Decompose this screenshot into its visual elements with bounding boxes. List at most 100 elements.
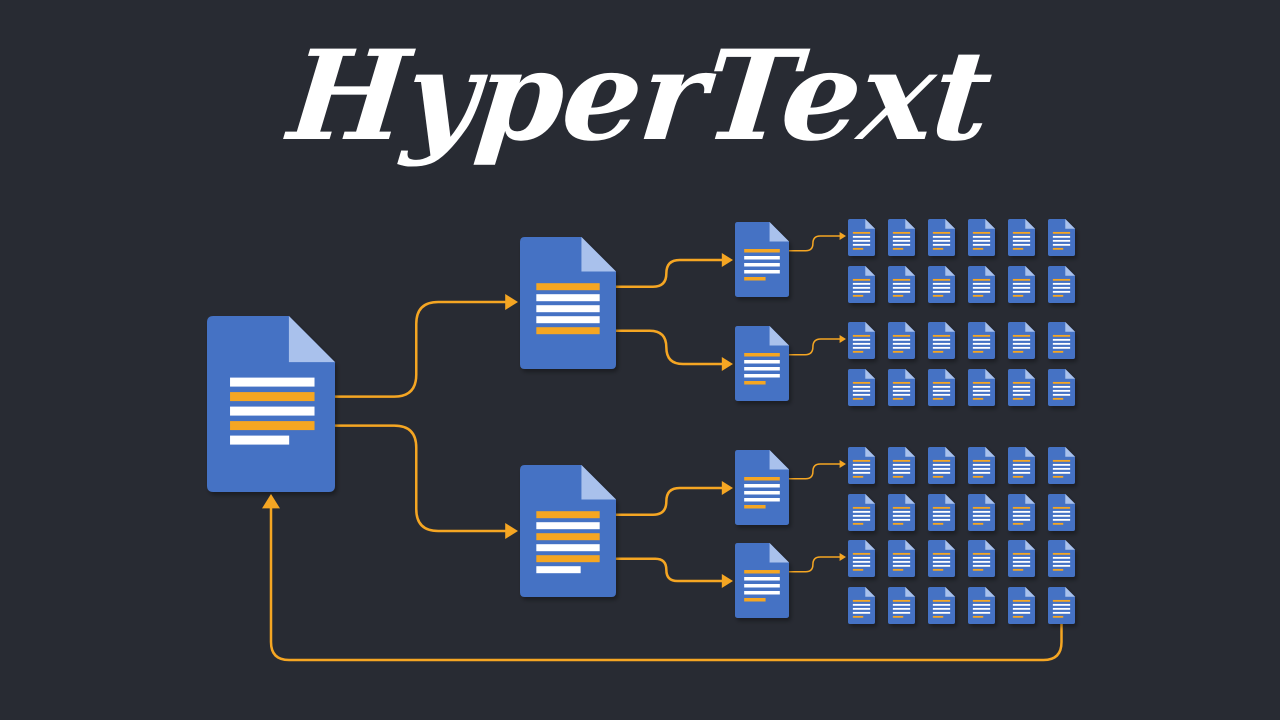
grid-document [848,494,875,531]
document-fold [865,322,875,332]
text-line [744,491,780,495]
text-line [972,564,991,567]
link-line [1052,615,1064,618]
document-fold [865,266,875,276]
text-line [932,467,951,470]
document-fold [865,447,875,457]
link-line [1052,278,1071,281]
document-fold [865,219,875,229]
link-line [972,506,991,509]
grid-document [1008,219,1035,256]
text-line [1052,556,1071,559]
level2-document [735,450,789,525]
text-line [1052,282,1071,285]
link-line [852,475,864,478]
back-link-connector [269,506,1063,662]
arrow-head-icon [505,294,518,310]
text-line [1052,560,1071,563]
text-line [892,342,911,345]
text-line [852,338,871,341]
text-line [972,603,991,606]
text-line [932,556,951,559]
text-line [1012,463,1031,466]
grid-document [888,540,915,577]
link-line [852,615,864,618]
grid-document [968,266,995,303]
document-icon [520,237,616,369]
text-line [744,584,780,588]
link-line [852,459,871,462]
document-fold [1025,219,1035,229]
link-line [1012,247,1024,250]
document-fold [985,322,995,332]
text-line [972,560,991,563]
text-line [536,316,600,324]
text-line [744,256,780,260]
text-line [1012,393,1031,396]
text-line [1052,463,1071,466]
text-line [852,603,871,606]
link-line [852,294,864,297]
document-icon [520,465,616,597]
document-fold [1065,266,1075,276]
text-line [1012,385,1031,388]
text-line [892,611,911,614]
text-line [1052,346,1071,349]
link-line [1052,599,1071,602]
text-line [1052,518,1071,521]
document-fold [1025,447,1035,457]
text-line [852,518,871,521]
grid-document [1048,540,1075,577]
link-line [852,599,871,602]
grid-document [888,369,915,406]
grid-document [1048,447,1075,484]
level2-document [735,222,789,297]
text-line [1012,611,1031,614]
link-line [972,552,991,555]
document-fold [945,494,955,504]
text-line [972,389,991,392]
link-line [892,278,911,281]
text-line [972,518,991,521]
link-line [744,598,766,602]
text-line [892,235,911,238]
link-line [932,350,944,353]
root-document [207,316,335,492]
link-connector [313,300,509,398]
text-line [972,286,991,289]
level2-document [735,543,789,618]
link-connector [598,486,725,516]
grid-document [968,587,995,624]
text-line [972,463,991,466]
link-line [230,421,315,431]
text-line [932,393,951,396]
grid-document [888,219,915,256]
link-line [972,231,991,234]
text-line [1052,235,1071,238]
link-connector [779,463,842,480]
document-fold [985,494,995,504]
text-line [852,611,871,614]
text-line [932,560,951,563]
grid-document [968,540,995,577]
link-line [892,397,904,400]
text-line [1012,346,1031,349]
link-line [744,570,780,574]
link-line [1012,397,1024,400]
grid-document [928,587,955,624]
grid-document [888,322,915,359]
link-line [972,247,984,250]
link-line [852,552,871,555]
document-fold [905,494,915,504]
text-line [744,577,780,581]
document-fold [905,587,915,597]
link-line [932,552,951,555]
text-line [1052,239,1071,242]
link-line [892,568,904,571]
document-fold [945,322,955,332]
text-line [932,385,951,388]
grid-document [848,322,875,359]
text-line [1012,282,1031,285]
text-line [892,564,911,567]
link-line [1052,522,1064,525]
